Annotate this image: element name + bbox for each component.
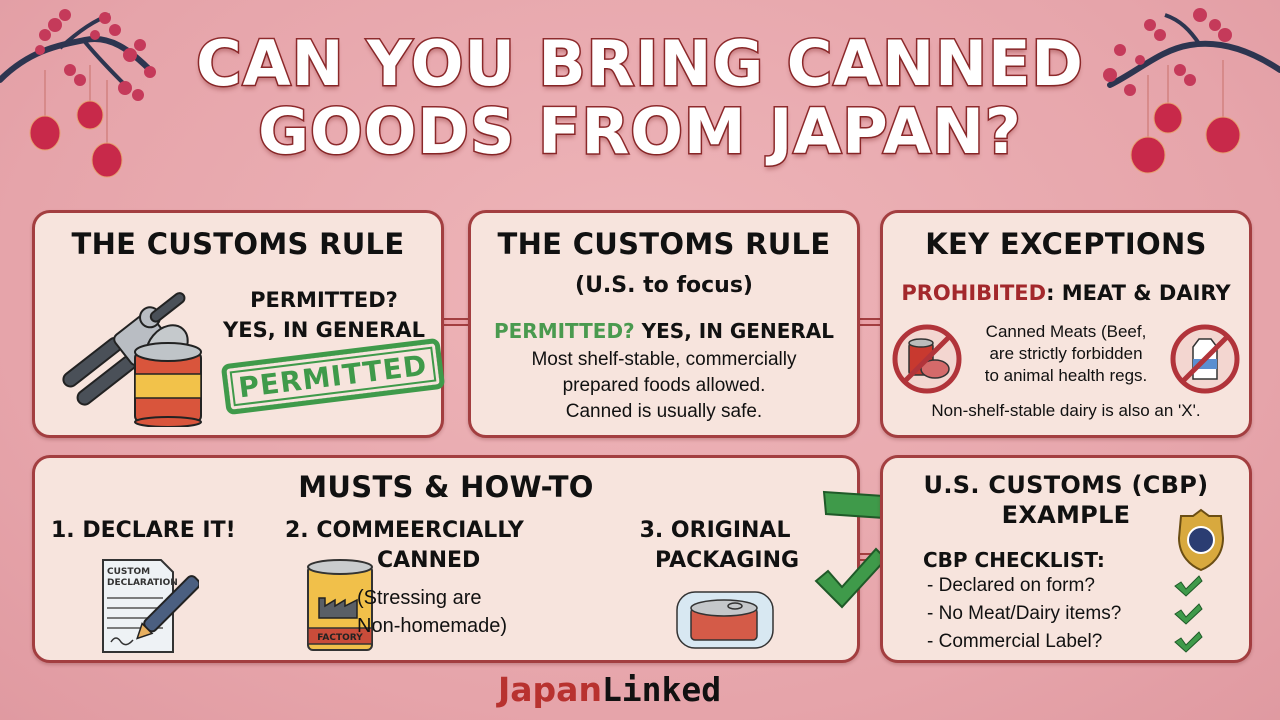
desc-line: to animal health regs. — [984, 366, 1148, 385]
question-text: PERMITTED? — [250, 288, 398, 312]
step-line: 3. ORIGINAL — [639, 518, 791, 543]
page-title: CAN YOU BRING CANNED GOODS FROM JAPAN? — [0, 27, 1280, 168]
step-line: 2. COMMEERCIALLY — [285, 518, 524, 543]
permitted-label: PERMITTED? — [493, 319, 635, 343]
customs-declaration-form-icon: CUSTOM DECLARATION — [102, 559, 199, 653]
key-exceptions-panel: KEY EXCEPTIONS PROHIBITED: MEAT & DAIRY … — [880, 210, 1252, 438]
no-dairy-icon — [1170, 324, 1240, 394]
desc-line: are strictly forbidden — [989, 344, 1143, 363]
checklist-item: - Declared on form? — [927, 572, 1203, 600]
step-line: PACKAGING — [655, 548, 800, 573]
desc-line: Canned is usually safe. — [565, 401, 763, 422]
japanlinked-logo: JapanLinked — [498, 670, 721, 709]
prohibited-items: : MEAT & DAIRY — [1046, 281, 1231, 305]
step-declare: 1. DECLARE IT! — [51, 518, 236, 543]
answer-text: YES, IN GENERAL — [223, 318, 425, 342]
panel-heading: MUSTS & HOW-TO — [298, 470, 594, 504]
factory-can-icon: FACTORY — [307, 559, 373, 651]
note-line: (Stressing are — [357, 587, 482, 609]
cherry-blossom-lanterns-right-icon — [1103, 8, 1280, 174]
note-line: Non-homemade) — [357, 615, 508, 637]
panel-heading: KEY EXCEPTIONS — [925, 227, 1207, 261]
panel-heading: THE CUSTOMS RULE — [497, 227, 831, 261]
customs-rule-panel: THE CUSTOMS RULE PERMITTED? YES, IN GENE… — [32, 210, 445, 438]
step-original-packaging: 3. ORIGINAL PACKAGING — [631, 516, 799, 576]
checklist-item-label: - Commercial Label? — [927, 631, 1103, 652]
title-line-2: GOODS FROM JAPAN? — [257, 95, 1023, 168]
permitted-line: PERMITTED? YES, IN GENERAL — [471, 319, 857, 343]
panel-footer: Non-shelf-stable dairy is also an 'X'. — [931, 401, 1201, 420]
svg-text:CUSTOM: CUSTOM — [107, 567, 150, 577]
no-canned-meat-icon — [892, 324, 962, 394]
panel-heading: THE CUSTOMS RULE — [71, 227, 405, 261]
connector — [442, 318, 470, 326]
cherry-blossom-lanterns-left-icon — [0, 9, 156, 178]
panel-description: Most shelf-stable, commercially prepared… — [471, 347, 857, 425]
permitted-stamp: PERMITTED — [220, 337, 445, 416]
checklist-item: - No Meat/Dairy items? — [927, 600, 1203, 628]
desc-line: prepared foods allowed. — [562, 375, 766, 396]
heading-line: EXAMPLE — [1001, 501, 1131, 529]
checklist-item: - Commercial Label? — [927, 628, 1203, 656]
checkmark-icon — [1174, 631, 1203, 653]
musts-howto-panel: MUSTS & HOW-TO 1. DECLARE IT! CUSTOM DEC… — [32, 455, 860, 663]
step-note: (Stressing are Non-homemade) — [357, 584, 507, 640]
panel-heading: U.S. CUSTOMS (CBP) EXAMPLE — [883, 470, 1249, 530]
title-line-1: CAN YOU BRING CANNED — [195, 27, 1085, 100]
svg-text:FACTORY: FACTORY — [317, 633, 363, 643]
svg-text:DECLARATION: DECLARATION — [107, 578, 178, 588]
checkmark-icon — [814, 547, 888, 609]
checkmark-icon — [1174, 603, 1203, 625]
logo-part-japan: Japan — [498, 670, 602, 709]
panel-description: Canned Meats (Beef, are strictly forbidd… — [961, 321, 1171, 387]
prohibited-line: PROHIBITED: MEAT & DAIRY — [883, 281, 1249, 305]
prohibited-label: PROHIBITED — [901, 281, 1047, 305]
heading-line: U.S. CUSTOMS (CBP) — [923, 471, 1209, 499]
permitted-answer: YES, IN GENERAL — [641, 319, 834, 343]
desc-line: Most shelf-stable, commercially — [531, 349, 797, 370]
logo-part-linked: Linked — [601, 670, 722, 709]
checklist-title: CBP CHECKLIST: — [923, 548, 1105, 572]
checklist-item-label: - Declared on form? — [927, 575, 1095, 596]
connector — [858, 318, 882, 326]
step-line: CANNED — [377, 548, 481, 573]
permitted-question: PERMITTED? YES, IN GENERAL — [223, 285, 425, 345]
desc-line: Canned Meats (Beef, — [985, 322, 1147, 341]
checklist-item-label: - No Meat/Dairy items? — [927, 603, 1122, 624]
panel-subheading: (U.S. to focus) — [575, 273, 753, 298]
checkmark-icon — [1174, 575, 1203, 597]
cbp-example-panel: U.S. CUSTOMS (CBP) EXAMPLE CBP CHECKLIST… — [880, 455, 1252, 663]
step-commercially-canned: 2. COMMEERCIALLY CANNED — [285, 516, 524, 576]
cbp-checklist: - Declared on form? - No Meat/Dairy item… — [927, 572, 1203, 656]
cbp-badge-icon — [1177, 508, 1225, 572]
customs-rule-us-panel: THE CUSTOMS RULE (U.S. to focus) PERMITT… — [468, 210, 860, 438]
can-opener-icon — [62, 292, 202, 427]
packaged-tin-icon — [676, 591, 774, 649]
